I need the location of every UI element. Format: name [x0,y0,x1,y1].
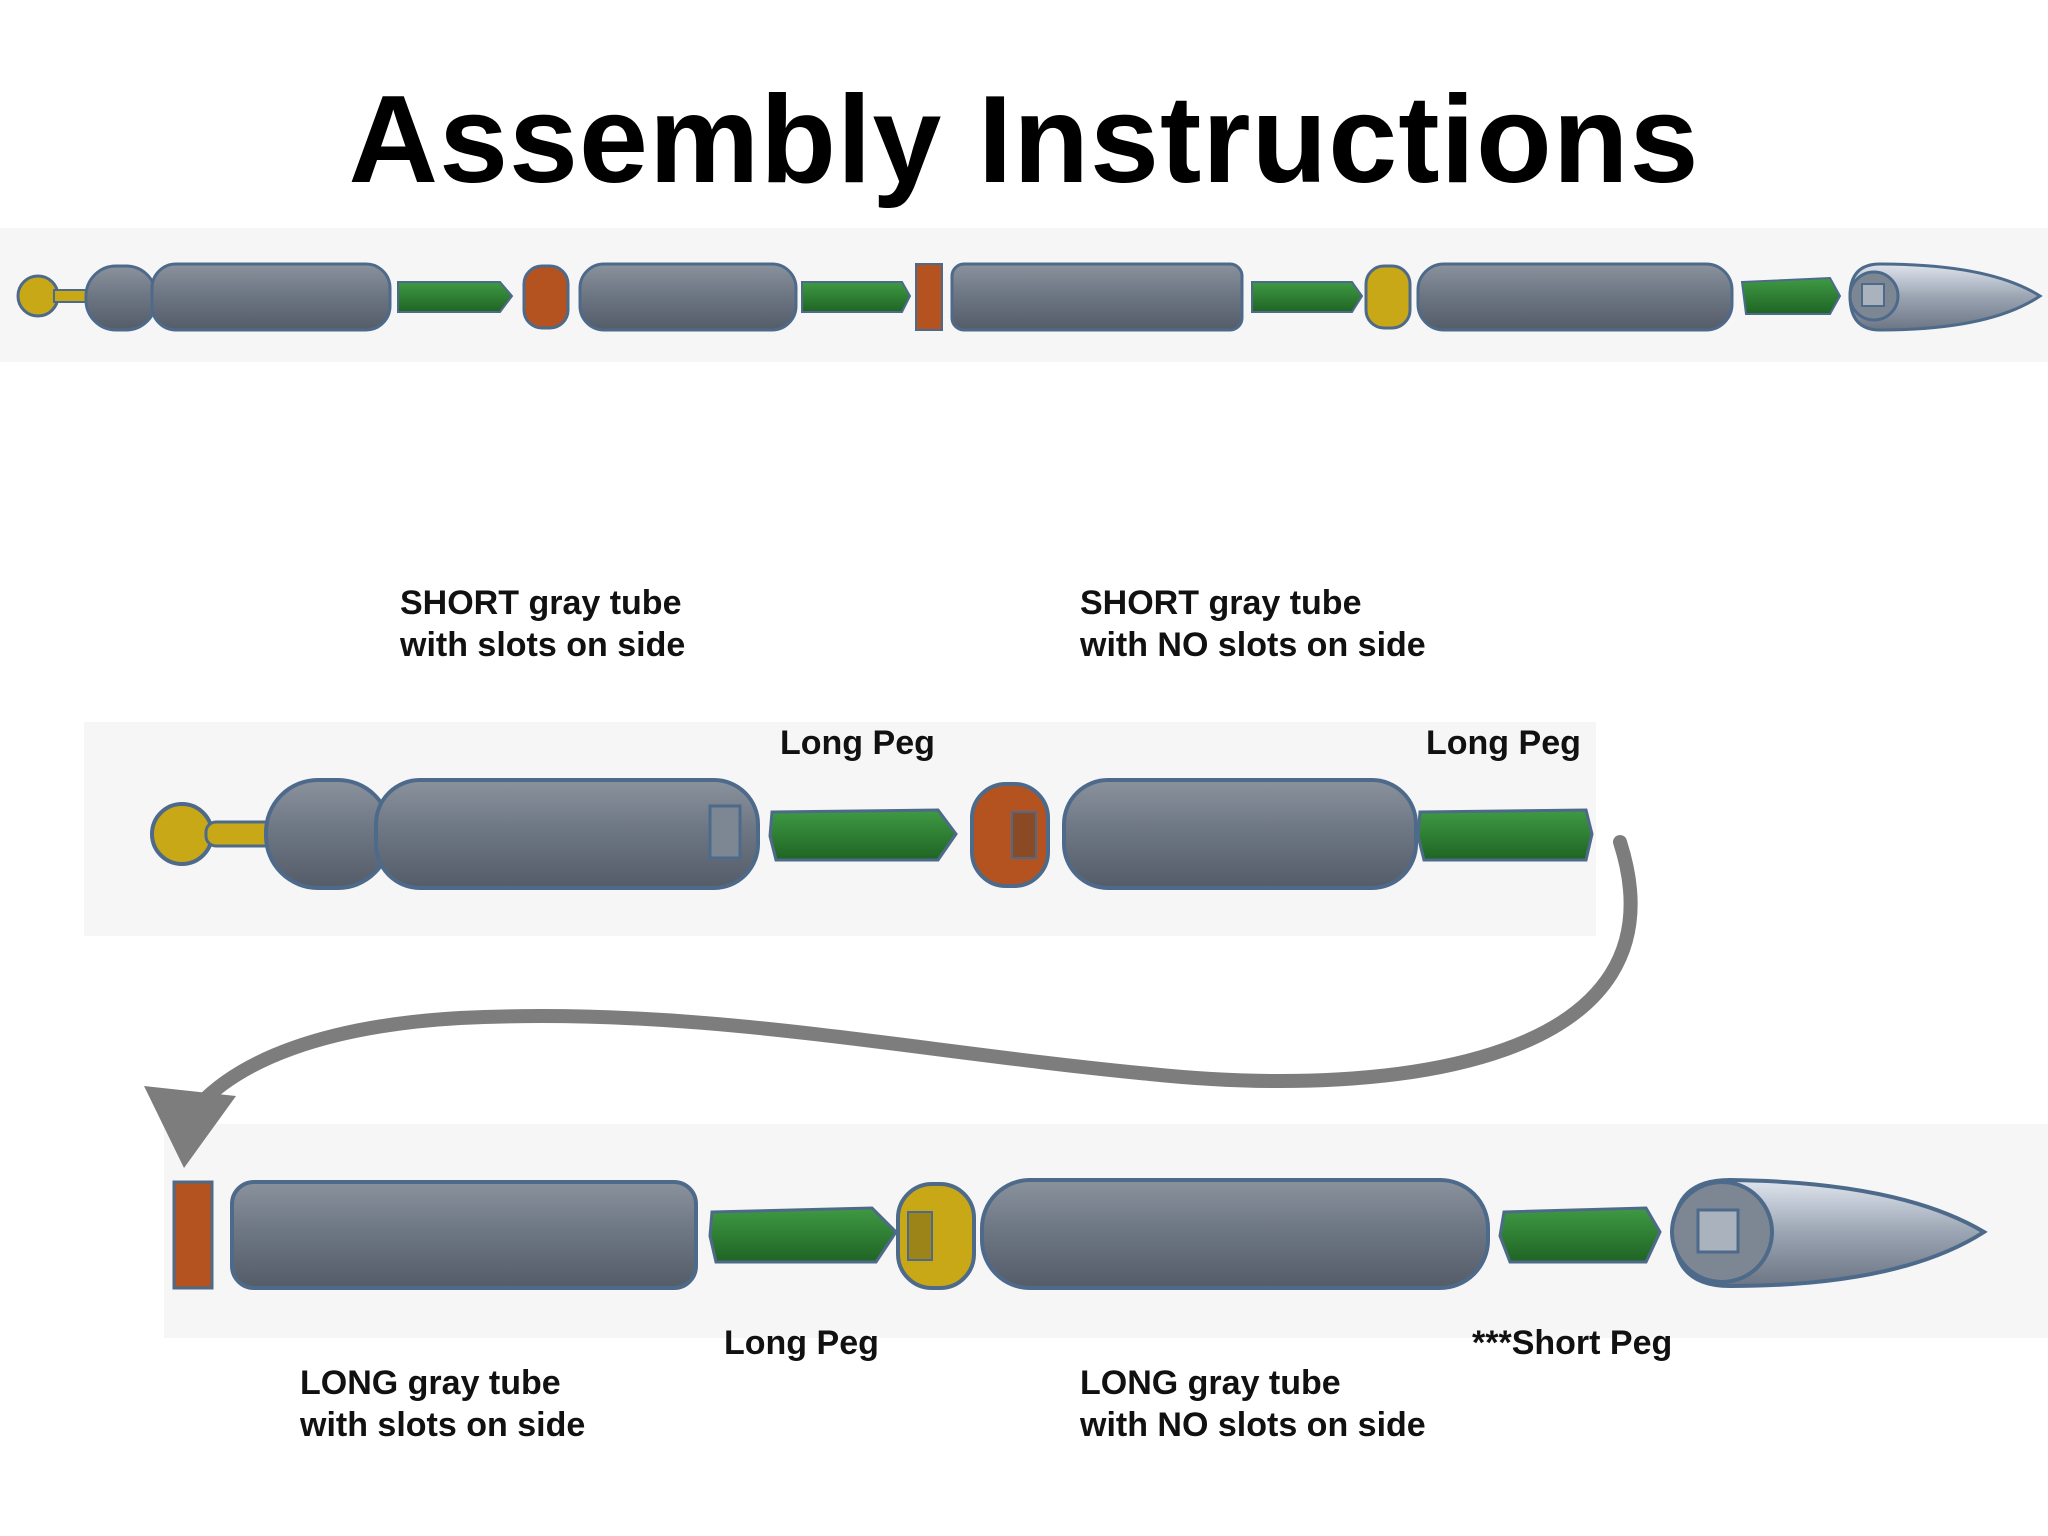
long-peg-label: Long Peg [724,1324,879,1362]
arrow-head [144,1086,236,1168]
short-peg-label: ***Short Peg [1472,1324,1673,1362]
knob-stem [53,289,89,303]
yellow-ring [896,1182,976,1290]
yellow-knob [16,274,60,318]
short-tube-noslots [1062,778,1418,890]
yellow-knob [150,802,214,866]
upper-assembly-parts [150,778,1594,890]
long-tube-noslots-label: LONG gray tube with NO slots on side [1080,1364,1426,1444]
orange-ring-thin [172,1180,214,1290]
overview-parts [16,262,2043,332]
short-peg [1498,1206,1662,1264]
curved-arrow [193,835,1638,1111]
long-tube-noslots [1416,262,1734,332]
page-title: Assembly Instructions [348,71,1700,209]
short-tube-noslots [578,262,798,332]
long-peg [801,281,912,313]
orange-ring [522,264,570,330]
long-peg [708,1206,898,1264]
long-tube-slots [950,262,1244,332]
long-peg [768,808,958,862]
long-peg [1251,281,1364,313]
long-peg-label: Long Peg [780,724,935,762]
short-peg [1740,276,1842,315]
long-tube-slots [230,1180,698,1290]
long-peg [397,281,514,313]
end-cap [84,264,158,332]
long-tube-noslots [980,1178,1490,1290]
end-cap [264,778,392,890]
short-tube-slots [374,778,760,890]
long-tube-slots-label: LONG gray tube with slots on side [300,1364,586,1444]
long-peg-label: Long Peg [1426,724,1581,762]
long-peg [1416,808,1594,862]
orange-ring-thin [915,263,943,331]
orange-ring [970,782,1050,888]
lower-assembly-parts [172,1177,1988,1290]
nose-cone [1848,262,2043,332]
short-tube-slots-label: SHORT gray tube with slots on side [400,584,686,664]
yellow-ring [1364,264,1412,330]
short-tube-noslots-label: SHORT gray tube with NO slots on side [1080,584,1426,664]
short-tube-slots [150,262,392,332]
